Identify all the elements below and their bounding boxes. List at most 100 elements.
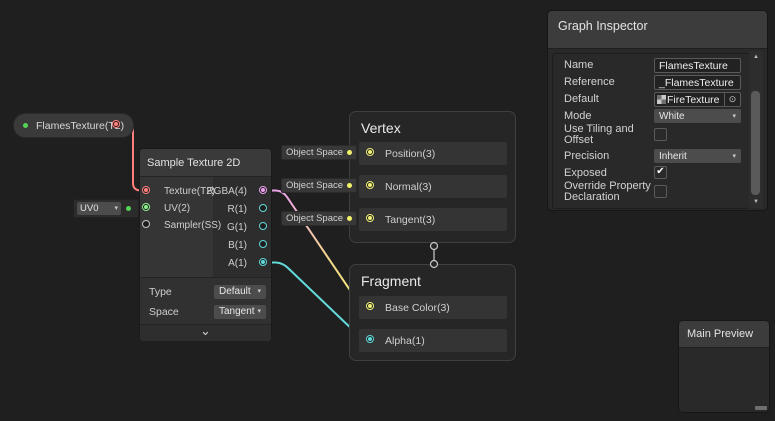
node-input-panel bbox=[140, 177, 213, 277]
scroll-down-icon[interactable]: ▼ bbox=[753, 199, 759, 205]
port-tangent-input[interactable] bbox=[365, 214, 374, 222]
inspector-title[interactable]: Graph Inspector bbox=[548, 11, 767, 49]
vertex-block-title: Vertex bbox=[361, 120, 401, 136]
dropdown-arrow-icon: ▾ bbox=[257, 308, 261, 315]
input-label-texture: Texture(T2) bbox=[164, 186, 216, 197]
mode-dropdown-wrap: White ▾ bbox=[654, 109, 741, 124]
object-picker-icon: ⊙ bbox=[728, 94, 737, 104]
output-label-a: A(1) bbox=[228, 258, 247, 269]
field-label-precision: Precision bbox=[564, 150, 610, 162]
port-normal-input[interactable] bbox=[365, 181, 374, 189]
precision-dropdown[interactable]: Inherit ▾ bbox=[654, 149, 741, 163]
block-row-label: Alpha(1) bbox=[385, 334, 425, 347]
port-uv-input[interactable] bbox=[141, 203, 150, 211]
position-space-dropdown[interactable]: Object Space bbox=[281, 145, 357, 160]
property-node-label: FlamesTexture(T2) bbox=[36, 119, 125, 132]
sample-texture-2d-node[interactable]: Sample Texture 2D Texture(T2) UV(2) Samp… bbox=[139, 148, 272, 341]
exposed-property-dot-icon bbox=[23, 123, 28, 128]
object-picker-button[interactable]: ⊙ bbox=[724, 93, 740, 106]
texture-thumbnail-icon bbox=[657, 95, 666, 104]
control-label-space: Space bbox=[149, 305, 179, 318]
uv-channel-selector: UV0 ▾ bbox=[73, 199, 139, 218]
collapse-chevron-icon: ⌄ bbox=[200, 323, 211, 338]
input-label-sampler: Sampler(SS) bbox=[164, 220, 222, 231]
space-chip-label: Object Space bbox=[286, 147, 344, 158]
port-a-output[interactable] bbox=[258, 258, 267, 266]
port-sampler-input[interactable] bbox=[141, 220, 150, 228]
dropdown-arrow-icon: ▾ bbox=[257, 288, 261, 295]
space-connector-dot-icon bbox=[347, 183, 352, 188]
inspector-scrollbar[interactable]: ▲ ▼ bbox=[749, 51, 763, 208]
block-row-normal[interactable]: Normal(3) bbox=[359, 175, 507, 198]
property-node-flamestexture[interactable]: FlamesTexture(T2) bbox=[13, 113, 134, 138]
output-label-r: R(1) bbox=[227, 204, 247, 215]
port-b-output[interactable] bbox=[258, 240, 267, 248]
reference-input[interactable]: _FlamesTexture bbox=[654, 75, 741, 90]
uv-channel-dropdown[interactable]: UV0 ▾ bbox=[77, 202, 121, 215]
block-row-label: Base Color(3) bbox=[385, 301, 450, 314]
port-basecolor-input[interactable] bbox=[365, 302, 374, 310]
space-chip-label: Object Space bbox=[286, 180, 344, 191]
default-object-value: FireTexture bbox=[667, 93, 720, 106]
uv-channel-value: UV0 bbox=[80, 203, 99, 214]
field-label-name: Name bbox=[564, 59, 594, 71]
space-chip-label: Object Space bbox=[286, 213, 344, 224]
scrollbar-thumb[interactable] bbox=[751, 91, 760, 195]
precision-dropdown-wrap: Inherit ▾ bbox=[654, 149, 741, 164]
node-title: Sample Texture 2D bbox=[140, 149, 271, 177]
mode-dropdown-value: White bbox=[659, 110, 685, 122]
control-label-type: Type bbox=[149, 285, 172, 298]
output-label-rgba: RGBA(4) bbox=[206, 186, 247, 197]
node-io-section: Texture(T2) UV(2) Sampler(SS) RGBA(4) R(… bbox=[140, 177, 271, 277]
override-checkbox[interactable] bbox=[654, 185, 667, 198]
scroll-up-icon[interactable]: ▲ bbox=[753, 54, 759, 60]
field-label-default: Default bbox=[564, 93, 599, 105]
block-row-label: Normal(3) bbox=[385, 180, 432, 193]
space-connector-dot-icon bbox=[347, 150, 352, 155]
block-row-alpha[interactable]: Alpha(1) bbox=[359, 329, 507, 352]
field-label-tiling: Use Tiling and Offset bbox=[564, 123, 634, 146]
output-label-g: G(1) bbox=[227, 222, 247, 233]
port-position-input[interactable] bbox=[365, 148, 374, 156]
port-g-output[interactable] bbox=[258, 222, 267, 230]
space-connector-dot-icon bbox=[347, 216, 352, 221]
precision-dropdown-value: Inherit bbox=[659, 150, 687, 162]
dropdown-arrow-icon: ▾ bbox=[732, 112, 736, 120]
tangent-space-dropdown[interactable]: Object Space bbox=[281, 211, 357, 226]
name-input[interactable]: FlamesTexture bbox=[654, 58, 741, 73]
port-texture-input[interactable] bbox=[141, 186, 150, 194]
field-label-override: Override Property Declaration bbox=[564, 180, 651, 203]
uv-connector-dot-icon bbox=[126, 206, 131, 211]
space-dropdown[interactable]: Tangent ▾ bbox=[214, 304, 266, 319]
type-dropdown-value: Default bbox=[219, 286, 251, 297]
normal-space-dropdown[interactable]: Object Space bbox=[281, 178, 357, 193]
mode-dropdown[interactable]: White ▾ bbox=[654, 109, 741, 123]
block-row-tangent[interactable]: Tangent(3) bbox=[359, 208, 507, 231]
exposed-checkbox[interactable]: ✔ bbox=[654, 166, 667, 179]
vertex-block[interactable]: Vertex Position(3) Normal(3) Tangent(3) bbox=[349, 111, 516, 243]
node-collapse-bar[interactable]: ⌄ bbox=[140, 324, 271, 341]
port-alpha-input[interactable] bbox=[365, 335, 374, 343]
node-controls-section: Type Default ▾ Space Tangent ▾ bbox=[140, 277, 271, 324]
block-row-label: Tangent(3) bbox=[385, 213, 436, 226]
output-label-b: B(1) bbox=[228, 240, 247, 251]
input-label-uv: UV(2) bbox=[164, 203, 191, 214]
checkmark-icon: ✔ bbox=[656, 166, 665, 177]
main-preview-title[interactable]: Main Preview bbox=[679, 321, 769, 348]
port-flamestexture-output[interactable] bbox=[112, 120, 120, 128]
block-row-basecolor[interactable]: Base Color(3) bbox=[359, 296, 507, 319]
port-r-output[interactable] bbox=[258, 204, 267, 212]
port-rgba-output[interactable] bbox=[258, 186, 267, 194]
resize-handle[interactable] bbox=[755, 406, 767, 410]
fragment-block[interactable]: Fragment Base Color(3) Alpha(1) bbox=[349, 264, 516, 361]
field-label-reference: Reference bbox=[564, 76, 615, 88]
block-row-label: Position(3) bbox=[385, 147, 436, 160]
graph-inspector-panel: Graph Inspector Name FlamesTexture Refer… bbox=[547, 10, 768, 211]
default-object-field[interactable]: FireTexture ⊙ bbox=[654, 92, 741, 107]
fragment-block-title: Fragment bbox=[361, 273, 421, 289]
block-row-position[interactable]: Position(3) bbox=[359, 142, 507, 165]
type-dropdown[interactable]: Default ▾ bbox=[214, 284, 266, 299]
dropdown-arrow-icon: ▾ bbox=[114, 205, 118, 212]
main-preview-panel: Main Preview bbox=[678, 320, 770, 413]
tiling-checkbox[interactable] bbox=[654, 128, 667, 141]
